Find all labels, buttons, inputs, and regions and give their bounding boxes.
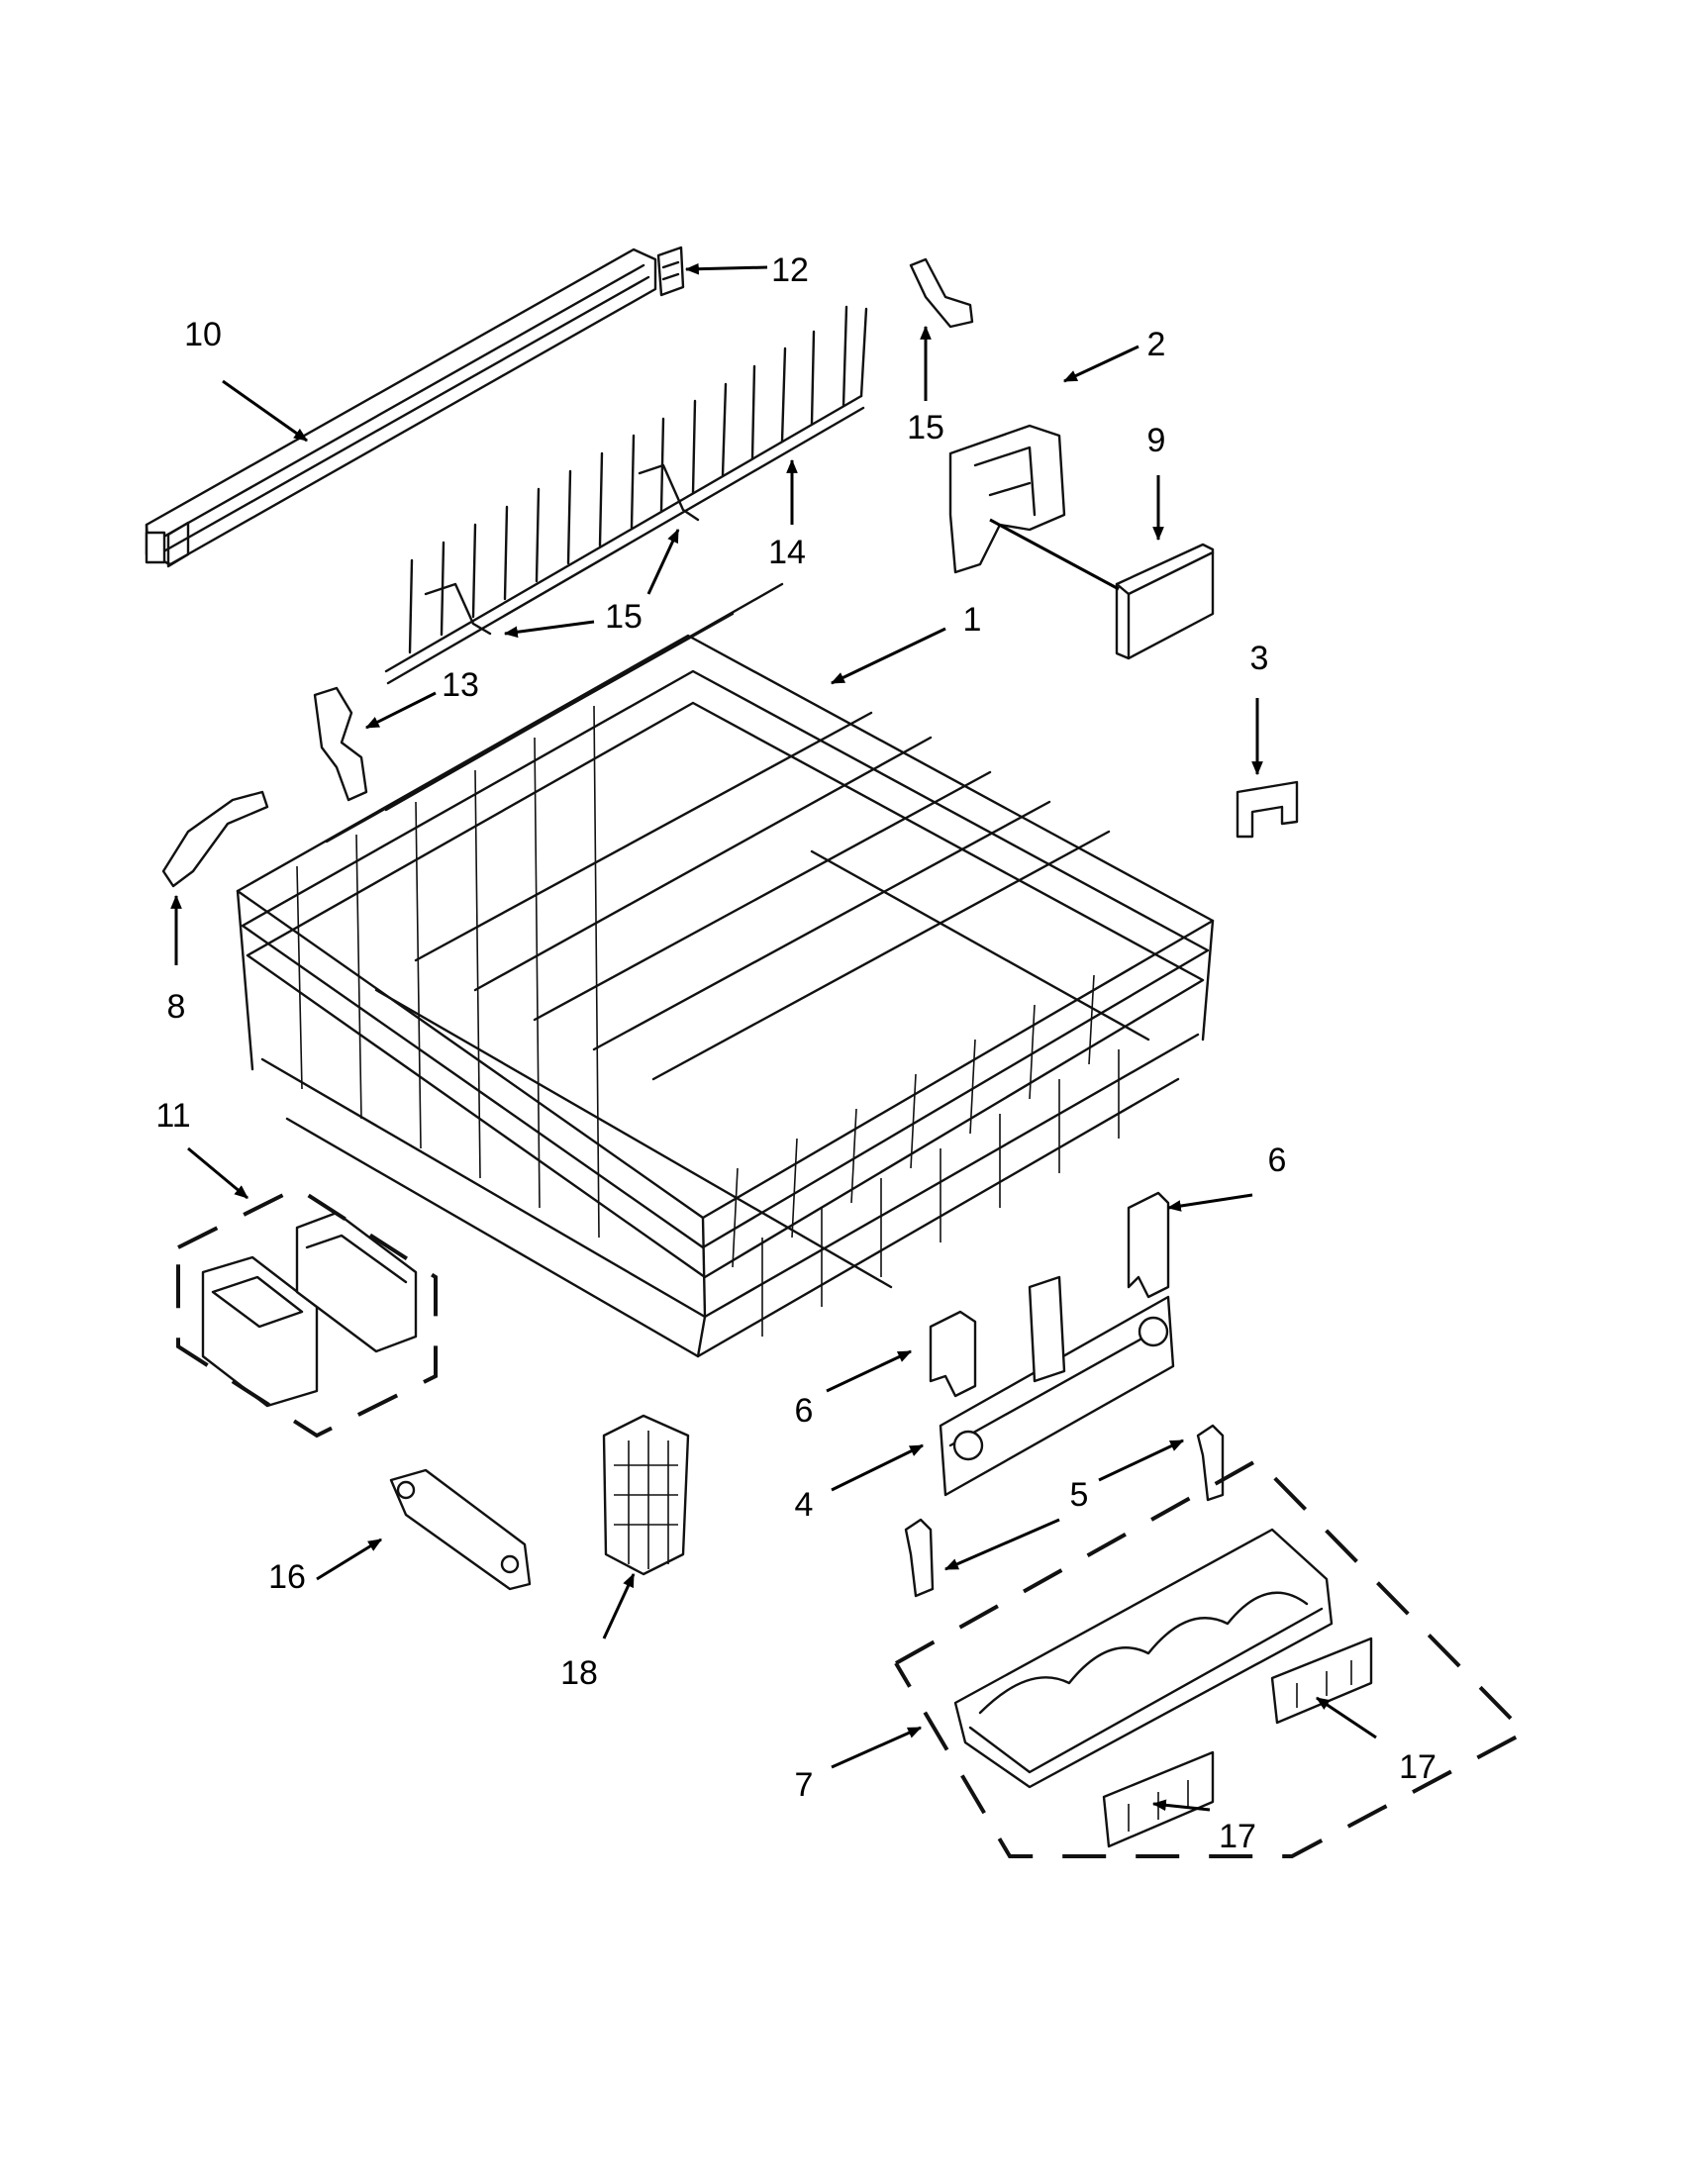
part-1-dish-rack: [236, 582, 1215, 1358]
part-14-tine-row: [384, 305, 868, 685]
callout-5: 5: [1069, 1476, 1089, 1514]
part-9-cover: [1115, 543, 1215, 660]
part-5-stop-right: [1196, 1424, 1225, 1502]
part-11-group-outline: [176, 1185, 438, 1439]
part-12-clip: [656, 246, 685, 297]
leader-lines: [170, 262, 1377, 1812]
callout-18: 18: [560, 1654, 598, 1692]
part-17-clip-bottom: [1102, 1750, 1215, 1848]
callout-9: 9: [1146, 422, 1166, 459]
callout-8: 8: [166, 988, 186, 1026]
part-7-insert: [953, 1528, 1334, 1789]
part-15-clip-top: [909, 257, 974, 329]
callout-13: 13: [442, 666, 479, 704]
callout-2: 2: [1146, 326, 1166, 363]
part-5-stop-left: [904, 1518, 935, 1598]
part-6-clip-bottom: [929, 1310, 977, 1398]
callout-6-bottom: 6: [794, 1392, 814, 1430]
callout-17-right: 17: [1399, 1748, 1436, 1786]
callout-14: 14: [768, 534, 806, 571]
callout-15-top: 15: [907, 409, 944, 447]
callout-15-middle: 15: [605, 598, 643, 636]
part-10-rail: [145, 248, 657, 568]
callout-11: 11: [155, 1097, 191, 1135]
part-18-basket: [602, 1414, 690, 1576]
callout-10: 10: [184, 316, 222, 353]
callout-7: 7: [794, 1766, 814, 1804]
part-13-clip: [313, 686, 368, 802]
callout-1: 1: [962, 601, 982, 639]
callout-16: 16: [268, 1558, 306, 1596]
part-3-clip: [1236, 780, 1299, 839]
part-6-clip-top: [1127, 1191, 1170, 1299]
callout-17-bottom: 17: [1219, 1818, 1256, 1855]
callout-6-top: 6: [1267, 1142, 1287, 1179]
callout-12: 12: [771, 251, 809, 289]
part-17-clip-right: [1270, 1637, 1373, 1725]
callout-4: 4: [794, 1486, 814, 1524]
callout-3: 3: [1249, 640, 1269, 677]
part-16-bracket: [389, 1468, 532, 1591]
part-2-adjuster: [948, 424, 1066, 574]
part-8-clip: [161, 790, 269, 888]
part-4-adjuster-assembly: [939, 1275, 1175, 1497]
